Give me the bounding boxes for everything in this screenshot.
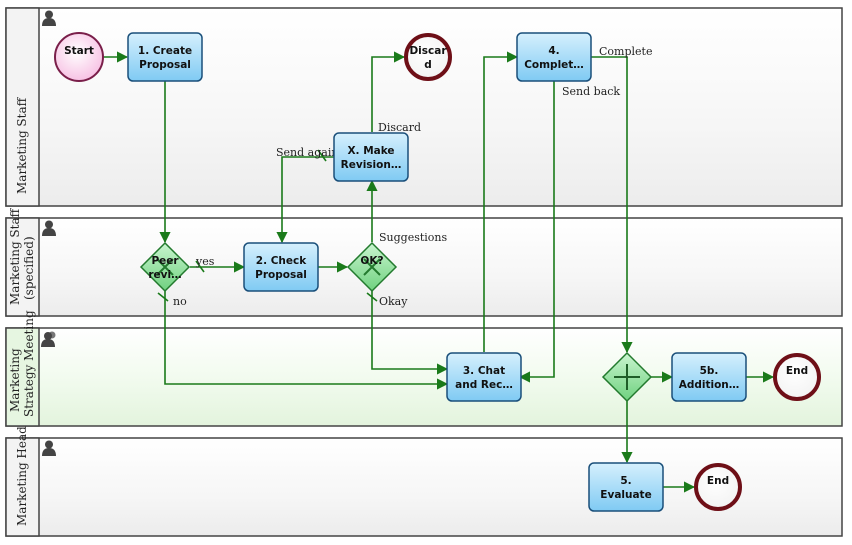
svg-text:Revision…: Revision… xyxy=(341,159,402,171)
lane-title-marketing-staff-specified: Marketing Staff xyxy=(8,207,22,305)
svg-text:5.: 5. xyxy=(620,475,631,487)
svg-text:X. Make: X. Make xyxy=(347,145,394,157)
flow-labels: Complete Send back Discard Send again ye… xyxy=(173,45,652,308)
task-additional[interactable]: 5b. Addition… xyxy=(671,352,747,402)
group-icon xyxy=(41,331,56,347)
user-icon xyxy=(42,220,56,236)
flow-revision-to-check xyxy=(276,156,334,244)
svg-text:revi…: revi… xyxy=(148,269,181,281)
label-no: no xyxy=(173,295,187,308)
task-create-proposal[interactable]: 1. Create Proposal xyxy=(127,32,203,82)
label-send-back: Send back xyxy=(562,85,620,98)
flow-ok-to-chat xyxy=(371,291,449,375)
lane-marketing-staff-specified: Marketing Staff (specified) xyxy=(5,207,843,317)
task-check-proposal[interactable]: 2. Check Proposal xyxy=(243,242,319,292)
svg-text:1. Create: 1. Create xyxy=(138,45,192,57)
svg-text:OK?: OK? xyxy=(360,255,383,267)
flow-revision-to-discard xyxy=(371,51,406,132)
flow-peer-to-chat xyxy=(164,291,449,390)
sequence-flows xyxy=(103,51,775,493)
end-event-discard[interactable]: Discar d xyxy=(404,33,452,81)
svg-text:(specified): (specified) xyxy=(22,236,36,300)
lane-title-marketing-staff: Marketing Staff xyxy=(15,96,29,194)
plus-icon xyxy=(614,364,640,390)
flow-chat-to-complete xyxy=(483,51,519,352)
label-okay: Okay xyxy=(379,295,408,308)
exclusive-gateway-icon xyxy=(363,258,381,276)
gateway-ok[interactable]: OK? xyxy=(346,241,398,293)
svg-text:and Rec…: and Rec… xyxy=(455,379,513,391)
svg-text:5b.: 5b. xyxy=(700,365,719,377)
task-evaluate[interactable]: 5. Evaluate xyxy=(588,462,664,512)
svg-text:Strategy Meeting: Strategy Meeting xyxy=(22,310,36,417)
svg-text:Proposal: Proposal xyxy=(139,59,191,71)
lane-title-marketing-head: Marketing Head xyxy=(15,426,29,526)
user-icon xyxy=(42,10,56,26)
svg-text:2. Check: 2. Check xyxy=(256,255,307,267)
label-yes: yes xyxy=(195,255,215,268)
svg-text:Addition…: Addition… xyxy=(679,379,740,391)
svg-text:End: End xyxy=(786,365,808,377)
label-complete: Complete xyxy=(599,45,652,58)
svg-text:Discar: Discar xyxy=(409,45,447,57)
task-chat-and-recommend[interactable]: 3. Chat and Rec… xyxy=(446,352,522,402)
svg-text:Start: Start xyxy=(64,45,94,57)
task-make-revision[interactable]: X. Make Revision… xyxy=(333,132,409,182)
end-event-2[interactable]: End xyxy=(694,463,742,511)
start-event[interactable]: Start xyxy=(54,32,104,82)
svg-text:4.: 4. xyxy=(548,45,559,57)
svg-text:End: End xyxy=(707,475,729,487)
gateway-peer-review[interactable]: Peer revi… xyxy=(139,241,191,293)
label-send-again: Send again xyxy=(276,146,338,159)
condition-markers xyxy=(157,149,378,302)
svg-text:Evaluate: Evaluate xyxy=(600,489,651,501)
label-suggestions: Suggestions xyxy=(379,231,448,244)
user-icon xyxy=(42,440,56,456)
svg-text:Proposal: Proposal xyxy=(255,269,307,281)
exclusive-gateway-icon xyxy=(156,258,174,276)
label-discard: Discard xyxy=(378,121,421,134)
end-event-1[interactable]: End xyxy=(773,353,821,401)
flow-complete-to-parallel xyxy=(590,56,633,354)
flow-complete-to-chat xyxy=(518,81,555,383)
lane-title-marketing-strategy-meeting: Marketing xyxy=(8,348,22,412)
svg-text:d: d xyxy=(424,59,432,71)
svg-text:3. Chat: 3. Chat xyxy=(463,365,505,377)
task-complete[interactable]: 4. Complet… xyxy=(516,32,592,82)
gateway-parallel[interactable] xyxy=(601,351,653,403)
svg-text:Complet…: Complet… xyxy=(524,59,584,71)
svg-text:Peer: Peer xyxy=(151,255,179,267)
